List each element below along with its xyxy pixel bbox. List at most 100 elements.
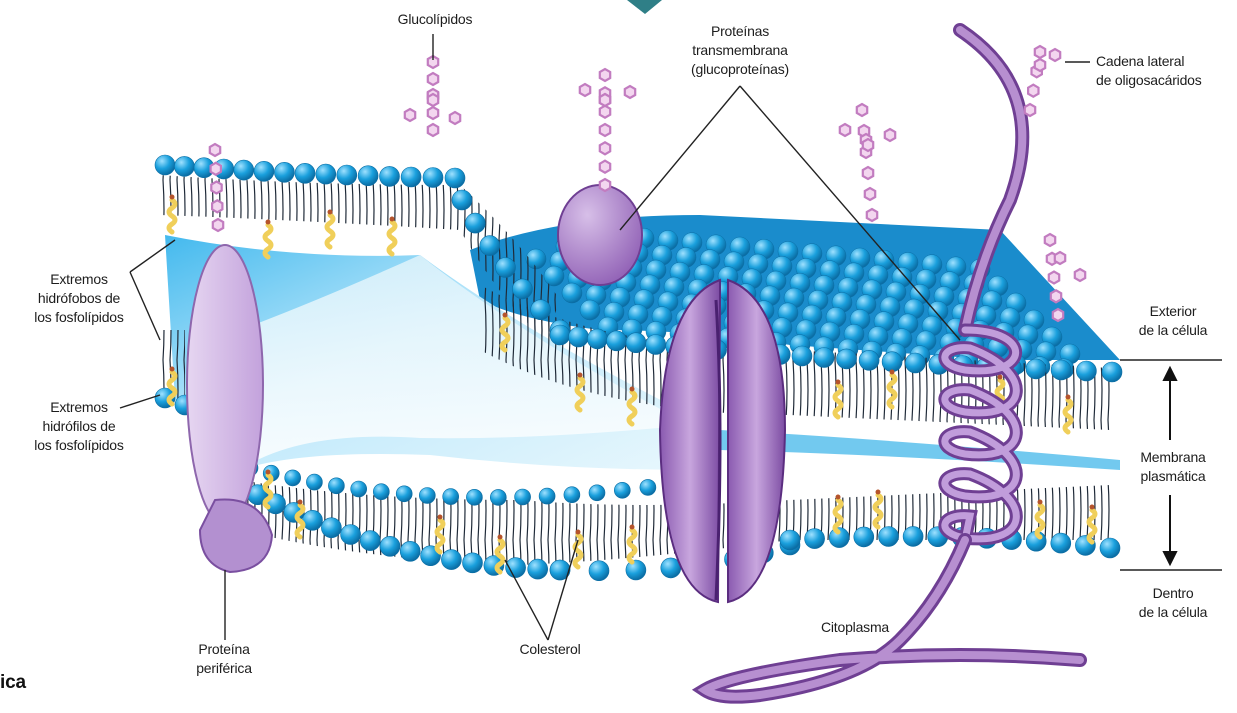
label-proteinas-transmembrana: Proteínas transmembrana (glucoproteínas) — [665, 22, 815, 79]
sugar-unit — [1055, 252, 1065, 264]
phospholipid-head — [814, 348, 834, 368]
sugar-unit — [1035, 46, 1045, 58]
phospholipid-head — [441, 550, 461, 570]
phospholipid-head — [515, 489, 531, 505]
sugar-unit — [863, 167, 873, 179]
phospholipid-head — [564, 487, 580, 503]
phospholipid-head — [640, 479, 656, 495]
phospholipid-head — [463, 553, 483, 573]
cholesterol-head — [876, 490, 881, 495]
glycoprotein-globule — [558, 185, 642, 285]
cholesterol-head — [1038, 500, 1043, 505]
sugar-unit — [428, 124, 438, 136]
sugar-unit — [428, 73, 438, 85]
phospholipid-head — [423, 168, 443, 188]
sugar-unit — [1075, 269, 1085, 281]
cholesterol-head — [630, 387, 635, 392]
phospholipid-head — [254, 161, 274, 181]
phospholipid-head — [401, 167, 421, 187]
phospholipid-head — [341, 525, 361, 545]
sugar-unit — [600, 142, 610, 154]
phospholipid-head — [614, 482, 630, 498]
caption-fragment: ica — [0, 673, 60, 692]
label-extremos-hidrofobos: Extremos hidrófobos de los fosfolípidos — [18, 270, 140, 327]
phospholipid-head — [380, 536, 400, 556]
cholesterol-head — [266, 470, 271, 475]
label-cadena-lateral: Cadena lateral de oligosacáridos — [1096, 52, 1236, 90]
sugar-unit — [600, 179, 610, 191]
phospholipid-head — [452, 190, 472, 210]
cholesterol-head — [438, 515, 443, 520]
sugar-unit — [863, 139, 873, 151]
phospholipid-head — [528, 559, 548, 579]
phospholipid-head — [837, 349, 857, 369]
phospholipid-head — [337, 165, 357, 185]
phospholipid-head — [539, 488, 555, 504]
sugar-unit — [885, 129, 895, 141]
sugar-unit — [1035, 59, 1045, 71]
phospholipid-head — [303, 510, 323, 530]
sugar-unit — [857, 104, 867, 116]
sugar-unit — [428, 94, 438, 106]
surface-head — [580, 300, 600, 320]
phospholipid-head — [805, 529, 825, 549]
phospholipid-head — [569, 327, 589, 347]
cholesterol-head — [503, 313, 508, 318]
phospholipid-head — [321, 518, 341, 538]
sugar-unit — [212, 200, 222, 212]
cholesterol-head — [266, 220, 271, 225]
phospholipid-head — [512, 279, 532, 299]
phospholipid-head — [905, 353, 925, 373]
phospholipid-head — [854, 527, 874, 547]
phospholipid-head — [780, 530, 800, 550]
cholesterol-head — [1066, 395, 1071, 400]
cholesterol-head — [498, 535, 503, 540]
label-extremos-hidrofilos: Extremos hidrófilos de los fosfolípidos — [18, 398, 140, 455]
phospholipid-head — [882, 352, 902, 372]
phospholipid-head — [351, 481, 367, 497]
phospholipid-head — [174, 156, 194, 176]
phospholipid-head — [1076, 361, 1096, 381]
phospholipid-head — [792, 346, 812, 366]
cholesterol-head — [630, 525, 635, 530]
phospholipid-head — [396, 486, 412, 502]
phospholipid-head — [1051, 360, 1071, 380]
sugar-unit — [867, 209, 877, 221]
sugar-unit — [211, 182, 221, 194]
cholesterol-head — [578, 373, 583, 378]
sugar-unit — [580, 84, 590, 96]
sugar-unit — [450, 112, 460, 124]
label-dentro: Dentro de la célula — [1118, 584, 1228, 622]
phospholipid-head — [328, 478, 344, 494]
phospholipid-head — [1075, 535, 1095, 555]
phospholipid-head — [859, 350, 879, 370]
phospholipid-head — [1051, 533, 1071, 553]
cholesterol-head — [298, 500, 303, 505]
phospholipid-head — [445, 168, 465, 188]
sugar-unit — [1051, 290, 1061, 302]
phospholipid-head — [234, 160, 254, 180]
phospholipid-head — [490, 489, 506, 505]
label-glucolipidos: Glucolípidos — [385, 10, 485, 29]
phospholipid-head — [360, 531, 380, 551]
cholesterol-head — [1090, 505, 1095, 510]
phospholipid-head — [879, 527, 899, 547]
cholesterol — [389, 222, 395, 254]
sugar-unit — [405, 109, 415, 121]
label-membrana-plasmatica: Membrana plasmática — [1118, 448, 1228, 486]
sugar-unit — [625, 86, 635, 98]
phospholipid-head — [466, 489, 482, 505]
label-exterior: Exterior de la célula — [1118, 302, 1228, 340]
cholesterol-head — [890, 370, 895, 375]
phospholipid-head — [358, 166, 378, 186]
cholesterol-head — [390, 217, 395, 222]
phospholipid-head — [1100, 538, 1120, 558]
phospholipid-head — [400, 541, 420, 561]
cholesterol-head — [170, 367, 175, 372]
surface-head — [562, 283, 582, 303]
phospholipid-head — [646, 335, 666, 355]
sugar-unit — [600, 106, 610, 118]
sugar-unit — [211, 163, 221, 175]
